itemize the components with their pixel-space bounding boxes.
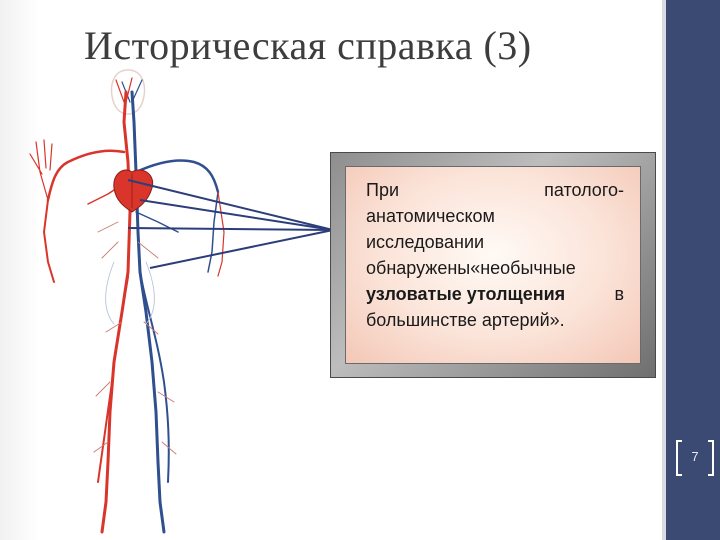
callout-text-segment: При <box>366 180 400 200</box>
callout-line-1: При патолого- <box>366 177 624 203</box>
bracket-right-icon <box>708 440 714 476</box>
bracket-left-icon <box>676 440 682 476</box>
callout-text-segment: в <box>614 284 624 304</box>
right-sidebar <box>666 0 720 540</box>
page-number-badge: 7 <box>676 440 718 478</box>
callout-line-2: анатомическом <box>366 206 495 226</box>
callout-box: При патолого- анатомическом исследовании… <box>330 152 656 378</box>
callout-line-6: большинстве артерий». <box>366 310 565 330</box>
callout-line-5: узловатые утолщения в <box>366 281 624 307</box>
callout-text-segment: патолого- <box>544 180 624 200</box>
callout-line-3: исследовании <box>366 232 485 252</box>
circulatory-system-illustration <box>29 69 225 534</box>
callout-bold-phrase: узловатые утолщения <box>366 284 566 304</box>
callout-text: При патолого- анатомическом исследовании… <box>345 166 641 364</box>
sidebar-edge <box>662 0 666 540</box>
slide-title: Историческая справка (3) <box>84 23 532 68</box>
page-number: 7 <box>691 449 699 464</box>
callout-line-4: обнаружены«необычные <box>366 258 576 278</box>
